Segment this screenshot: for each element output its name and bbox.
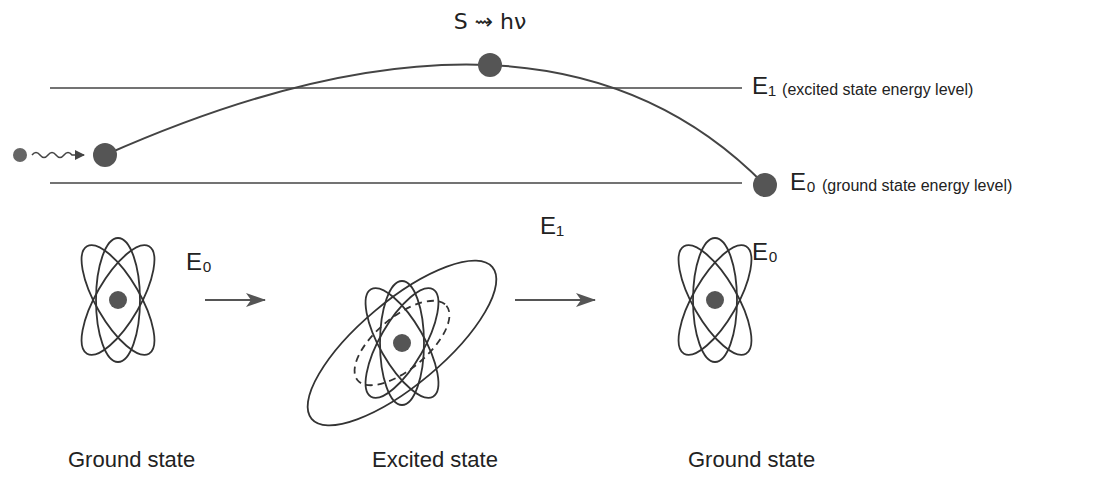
electron-dot bbox=[478, 53, 502, 77]
atom-excited bbox=[285, 235, 520, 451]
process-arrow bbox=[205, 299, 265, 301]
state-energy-label: E₁ bbox=[540, 213, 564, 239]
state-caption: Ground state bbox=[68, 448, 195, 472]
transition-arc bbox=[105, 64, 765, 185]
process-arrow bbox=[515, 299, 595, 301]
wavy-arrow bbox=[32, 153, 84, 158]
state-caption: Excited state bbox=[372, 448, 498, 472]
emission-label: S ⇝ hν bbox=[454, 10, 527, 34]
state-caption: Ground state bbox=[688, 448, 815, 472]
level-label: E₁ bbox=[752, 73, 776, 99]
level-description: (excited state energy level) bbox=[782, 81, 973, 99]
ground-level-line bbox=[50, 182, 742, 184]
excited-level-line bbox=[50, 87, 742, 89]
level-description: (ground state energy level) bbox=[822, 177, 1012, 195]
state-energy-label: E₀ bbox=[752, 239, 778, 265]
electron-dot bbox=[753, 173, 777, 197]
atom-ground bbox=[68, 235, 168, 364]
electron-dot bbox=[93, 143, 117, 167]
level-label: E₀ bbox=[790, 169, 816, 195]
atom-ground bbox=[665, 235, 765, 364]
incoming-particle bbox=[13, 148, 27, 162]
state-energy-label: E₀ bbox=[186, 249, 212, 275]
